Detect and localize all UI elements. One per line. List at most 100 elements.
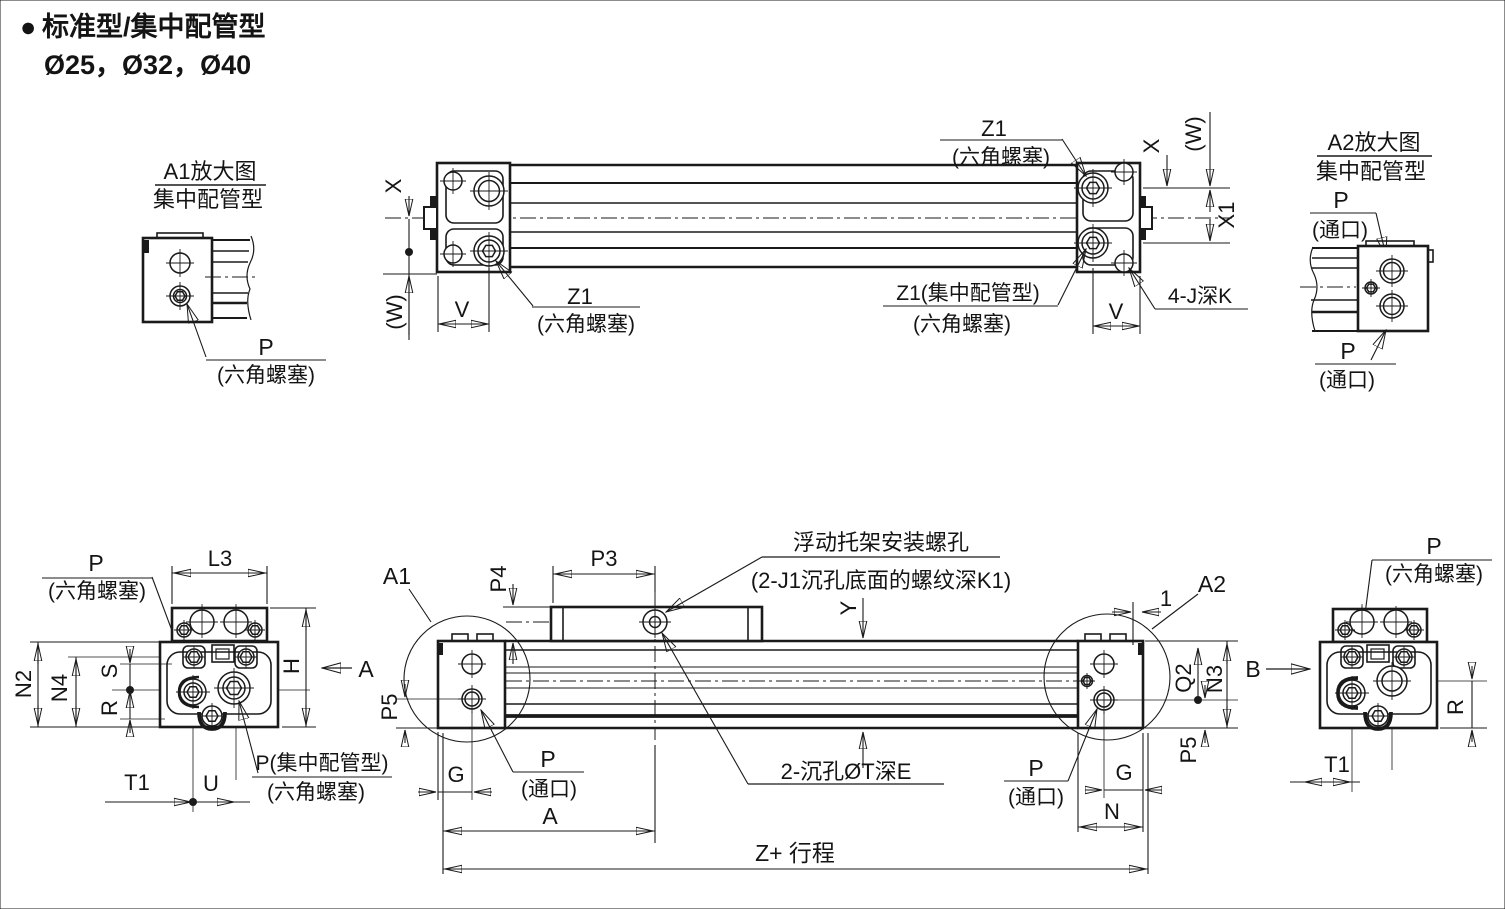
- port-label-top: P (通口): [1310, 187, 1386, 256]
- counterbore-label: 2-沉孔ØT深E: [781, 759, 912, 784]
- z1-label: Z1: [567, 284, 593, 309]
- dim-g-right: G: [1085, 712, 1162, 832]
- port-label-p: P: [258, 334, 273, 360]
- hex-screw: [199, 703, 225, 729]
- dim-1-label: 1: [1160, 586, 1172, 611]
- dim-v-right: V: [1092, 268, 1141, 334]
- dim-t1-u: T1 U: [105, 770, 250, 806]
- dim-n2-label: N2: [11, 670, 36, 698]
- dim-p5-label: P5: [1176, 737, 1201, 764]
- dim-g-label: G: [1115, 760, 1132, 785]
- port-label-p: P: [88, 550, 103, 576]
- dim-v-left: V: [437, 268, 490, 332]
- a2-label: A2: [1198, 571, 1226, 597]
- view-b-label: B: [1245, 656, 1260, 682]
- dim-g-label: G: [447, 762, 464, 787]
- left-dimensions: X (W): [381, 178, 437, 340]
- hex-plug-hole: [470, 232, 508, 270]
- hex-plug-note: (六角螺塞): [952, 146, 1050, 169]
- hex-plug-note: (六角螺塞): [913, 313, 1011, 336]
- hex-plug-note: (六角螺塞): [217, 364, 315, 387]
- detail-a1-title: A1放大图: [164, 159, 257, 184]
- z1-left-label: Z1 (六角螺塞): [496, 261, 640, 336]
- dim-w: (W): [382, 294, 407, 329]
- z1-right-label: Z1 (六角螺塞): [940, 116, 1086, 176]
- central-plug-label: P(集中配管型) (六角螺塞): [239, 701, 392, 804]
- through-hole: [186, 606, 218, 638]
- dim-n: N: [1077, 733, 1143, 832]
- dim-r: R: [97, 686, 165, 733]
- port-label-bottom: P (通口): [1315, 330, 1396, 392]
- cylinder-body-lines: [505, 639, 1078, 730]
- dim-p3: P3: [552, 546, 656, 603]
- dim-y-label: Y: [836, 600, 861, 615]
- counterbore-note: 2-沉孔ØT深E: [662, 633, 944, 785]
- dim-v: V: [1109, 299, 1124, 324]
- a1-label: A1: [383, 563, 411, 589]
- port-label-p: P: [1426, 533, 1441, 559]
- hex-screw: [1079, 673, 1095, 689]
- port-label-left: P (通口): [481, 710, 584, 801]
- dim-a-label: A: [542, 803, 558, 829]
- right-dimensions: X (W) X1: [1139, 112, 1239, 244]
- bracket-note-line1: 浮动托架安装螺孔: [793, 530, 969, 555]
- dim-q2-label: Q2: [1171, 663, 1196, 692]
- dim-p4: P4: [486, 566, 553, 664]
- detail-a2-title: A2放大图: [1328, 130, 1421, 155]
- plug-label: P (六角螺塞): [1357, 533, 1492, 676]
- detail-view-a2: A2放大图 集中配管型 P (通口) P (通口): [1300, 130, 1434, 392]
- port-label-p: P: [1028, 755, 1043, 781]
- dim-p5-left: P5: [377, 684, 462, 743]
- port-note: (通口): [1312, 219, 1368, 242]
- front-view: A1 A2 P4 P3 浮动托架安装螺孔 (2-J1沉孔底面的螺纹深K1): [377, 530, 1310, 874]
- dim-one: 1: [1112, 586, 1172, 645]
- port-note: (通口): [1319, 369, 1375, 392]
- top-view: Z1 (六角螺塞) Z1 (六角螺塞) Z1(集中配管型) (六角螺塞) 4-J…: [381, 112, 1248, 340]
- dim-l3-label: L3: [208, 546, 232, 571]
- port-hole: [1376, 290, 1408, 322]
- page-title: 标准型/集中配管型: [42, 11, 266, 42]
- dim-g-left: G: [418, 712, 492, 800]
- dim-s-label: S: [97, 664, 122, 679]
- hex-plug-hole: [183, 646, 205, 668]
- dim-p5-label: P5: [377, 694, 402, 721]
- hex-screw: [245, 620, 265, 640]
- central-hex-plug: [214, 668, 254, 708]
- port-hex-plug: [1335, 676, 1369, 710]
- hex-screw: [1404, 620, 1424, 640]
- z1-label: Z1: [981, 116, 1007, 141]
- dim-v: V: [455, 297, 470, 322]
- dim-n3-label: N3: [1202, 665, 1227, 693]
- hex-screw: [1335, 620, 1355, 640]
- through-hole: [220, 606, 252, 638]
- mounting-hole: [458, 650, 486, 678]
- left-end-block: [436, 633, 507, 730]
- port-note: (通口): [521, 778, 577, 801]
- dim-n-label: N: [1104, 799, 1120, 824]
- port-hex-plug: [176, 675, 210, 709]
- hex-plug-note: (六角螺塞): [267, 781, 365, 804]
- dim-z-stroke-label: Z+ 行程: [755, 840, 835, 866]
- hex-plug-hole: [1074, 224, 1112, 262]
- port-note: (通口): [1008, 786, 1064, 809]
- hex-plug-hole: [1074, 169, 1112, 207]
- dim-n4: N4: [47, 656, 160, 727]
- dim-p3-label: P3: [591, 546, 618, 571]
- port-hole: [458, 685, 486, 713]
- hex-plug-note: (六角螺塞): [537, 313, 635, 336]
- port-hole: [1376, 255, 1408, 287]
- view-direction-a: A: [322, 656, 374, 682]
- dim-w: (W): [1181, 116, 1206, 151]
- dim-a: A: [442, 733, 656, 874]
- view-direction-b: B: [1245, 656, 1310, 682]
- hex-screw: [1362, 279, 1380, 297]
- port-hole: [1090, 686, 1118, 714]
- detail-a1-subtitle: 集中配管型: [153, 187, 263, 212]
- hex-plug-note: (六角螺塞): [1385, 563, 1483, 586]
- dim-t1-right: T1: [1290, 752, 1360, 782]
- bracket-note-line2: (2-J1沉孔底面的螺纹深K1): [751, 568, 1011, 593]
- mounting-hole: [440, 168, 466, 194]
- hex-plug-note: (六角螺塞): [48, 580, 146, 603]
- dim-l3: L3: [171, 546, 268, 604]
